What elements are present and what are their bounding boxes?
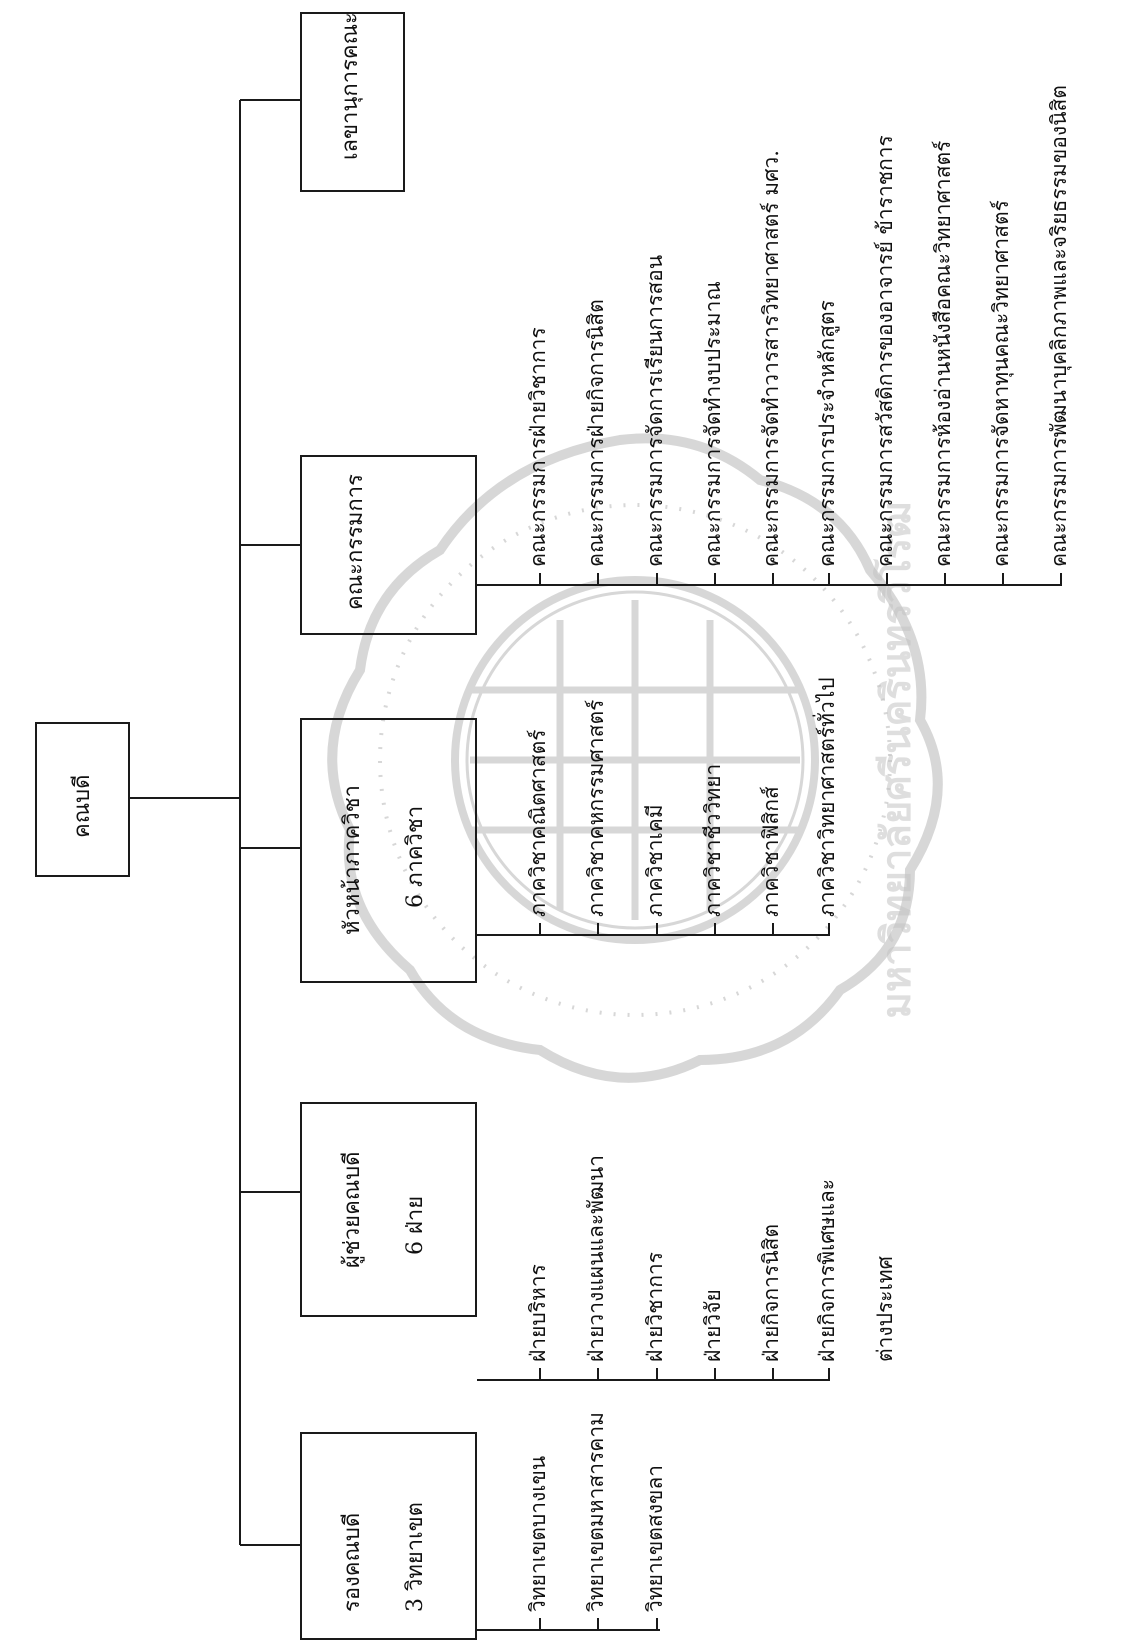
committee-item: คณะกรรมการประจำหลักสูตร [815, 300, 839, 567]
dean-box [35, 722, 130, 877]
committee-item: คณะกรรมการสวัสดิการของอาจารย์ ข้าราชการ [873, 135, 897, 567]
department-item: ภาควิชาชีววิทยา [701, 763, 725, 917]
department-heads-label-line2: 6 ภาควิชา [403, 805, 428, 908]
committee-item: คณะกรรมการจัดหาทุนคณะวิทยาศาสตร์ [989, 200, 1013, 567]
department-item: ภาควิชาฟิสิกส์ [759, 786, 783, 917]
secretary-box [300, 12, 405, 192]
committee-item: คณะกรรมการฝ่ายกิจการนิสิต [584, 299, 608, 567]
department-heads-label-line1: หัวหน้าภาควิชา [340, 785, 365, 935]
vice-dean-box [300, 1432, 477, 1640]
assistant-dean-item: ฝ่ายบริหาร [526, 1264, 550, 1362]
committee-item: คณะกรรมการจัดการเรียนการสอน [643, 254, 667, 567]
committee-box [300, 455, 477, 635]
assistant-dean-item: ฝ่ายวางแผนและพัฒนา [584, 1154, 608, 1362]
vice-dean-item: วิทยาเขตมหาสารคาม [584, 1412, 608, 1612]
committee-item: คณะกรรมการฝ่ายวิชาการ [526, 327, 550, 567]
assistant-dean-item: ฝ่ายวิจัย [701, 1289, 725, 1362]
secretary-label: เลขานุการคณะ [338, 12, 363, 160]
department-item: ภาควิชาเคมี [643, 804, 667, 917]
department-heads-box [300, 718, 477, 983]
dean-label: คณบดี [70, 774, 95, 838]
department-item: ภาควิชาคณิตศาสตร์ [526, 729, 550, 917]
vice-dean-label-line2: 3 วิทยาเขต [403, 1502, 428, 1612]
assistant-dean-item-continuation: ต่างประเทศ [873, 1256, 897, 1362]
assistant-dean-item: ฝ่ายกิจการพิเศษและ [815, 1178, 839, 1362]
assistant-dean-item: ฝ่ายวิชาการ [643, 1251, 667, 1362]
seal-text: มหาวิทยาลัยศรีนครินทรวิโรฒ [873, 501, 920, 1018]
assistant-dean-label-line1: ผู้ช่วยคณบดี [340, 1151, 365, 1268]
assistant-dean-label-line2: 6 ฝ่าย [403, 1195, 428, 1255]
department-item: ภาควิชาคหกรรมศาสตร์ [584, 699, 608, 917]
department-item: ภาควิชาวิทยาศาสตร์ทั่วไป [815, 677, 839, 917]
assistant-dean-box [300, 1102, 477, 1317]
assistant-dean-item: ฝ่ายกิจการนิสิต [759, 1223, 783, 1362]
committee-item: คณะกรรมการจัดทำวารสารวิทยาศาสตร์ มศว. [759, 150, 783, 567]
vice-dean-item: วิทยาเขตสงขลา [643, 1465, 667, 1612]
committee-item: คณะกรรมการจัดทำงบประมาณ [701, 281, 725, 567]
committee-label: คณะกรรมการ [343, 474, 368, 610]
vice-dean-item: วิทยาเขตบางเขน [526, 1455, 550, 1612]
vice-dean-label-line1: รองคณบดี [340, 1512, 365, 1612]
committee-item: คณะกรรมการพัฒนาบุคลิกภาพและจริยธรรมของนิ… [1047, 85, 1071, 567]
committee-item: คณะกรรมการห้องอ่านหนังสือคณะวิทยาศาสตร์ [931, 140, 955, 567]
